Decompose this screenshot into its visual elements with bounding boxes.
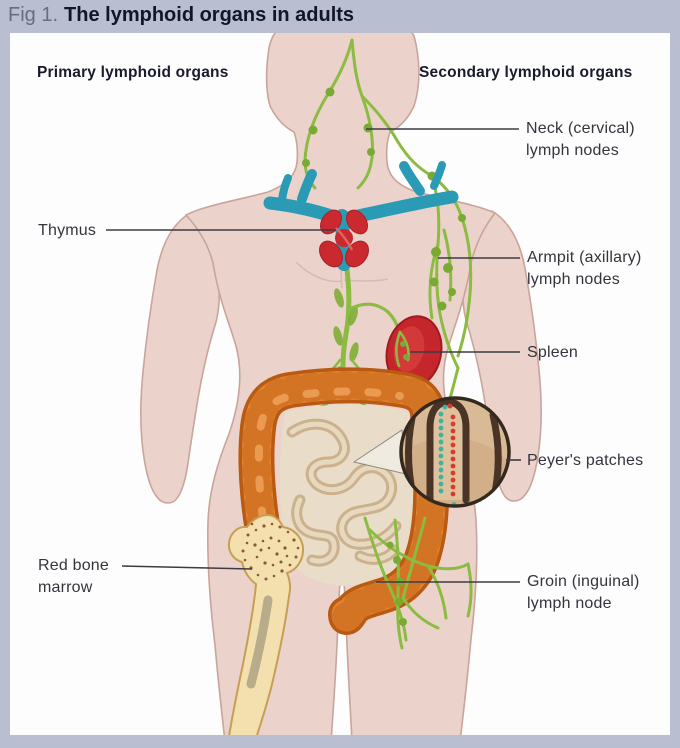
femur-bone: [227, 513, 305, 735]
header-secondary-lymphoid-organs: Secondary lymphoid organs: [419, 64, 633, 81]
label-line: marrow: [38, 579, 93, 596]
header-primary-lymphoid-organs: Primary lymphoid organs: [37, 64, 229, 81]
figure-title-bar: Fig 1.The lymphoid organs in adults: [8, 4, 354, 27]
label-line: lymph node: [527, 595, 612, 612]
connector-lines: [106, 128, 521, 583]
label-armpit-lymph-nodes: Armpit (axillary) lymph nodes: [527, 247, 642, 291]
lymphocyte-dots-red: [428, 403, 480, 506]
label-red-bone-marrow: Red bone marrow: [38, 555, 109, 599]
label-thymus: Thymus: [38, 222, 97, 239]
label-line: lymph nodes: [526, 142, 619, 159]
label-groin-lymph-node: Groin (inguinal) lymph node: [527, 571, 640, 615]
marrow-connector: [121, 565, 253, 570]
figure-number: Fig 1.: [8, 4, 59, 26]
figure-title: The lymphoid organs in adults: [64, 4, 355, 26]
left-arm: [140, 211, 220, 504]
label-peyers-patches: Peyer's patches: [527, 452, 644, 469]
inguinal-lymph-nodes: [386, 541, 407, 626]
label-neck-lymph-nodes: Neck (cervical) lymph nodes: [526, 118, 635, 162]
label-line: Groin (inguinal): [527, 573, 640, 590]
label-line: Armpit (axillary): [527, 249, 642, 266]
thymus-organ: [319, 209, 369, 268]
inguinal-lymph-vessels: [363, 516, 473, 650]
label-line: Red bone: [38, 557, 109, 574]
label-line: Neck (cervical): [526, 120, 635, 137]
axillary-lymph-nodes: [427, 171, 466, 311]
label-line: lymph nodes: [527, 271, 620, 288]
cervical-lymph-nodes: [302, 87, 375, 167]
label-spleen: Spleen: [527, 344, 579, 361]
right-arm: [462, 209, 542, 502]
